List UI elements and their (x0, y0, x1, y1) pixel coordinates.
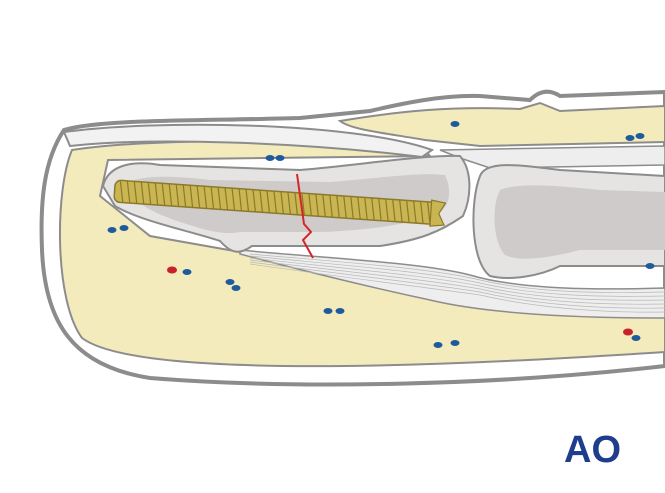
tendon-fiber (249, 255, 665, 297)
screw-thread (406, 200, 410, 223)
screw-thread (168, 183, 173, 207)
screw-thread (413, 200, 417, 224)
screw-thread (182, 184, 187, 208)
blood-vessel-blue (450, 340, 460, 346)
blood-vessel-blue (635, 133, 645, 139)
screw-thread (357, 196, 361, 220)
screw-thread (371, 197, 375, 221)
screw-thread (280, 191, 284, 214)
screw-thread (315, 193, 319, 217)
screw-thread (224, 187, 229, 210)
tendon-fibers (249, 253, 665, 313)
blood-vessel-red (167, 266, 177, 274)
screw-thread (343, 195, 347, 219)
screw-thread (301, 192, 305, 216)
screw-thread (161, 183, 166, 206)
screw-thread (392, 199, 396, 222)
blood-vessel-blue (265, 155, 275, 161)
blood-vessel-red (623, 328, 633, 336)
screw-thread (322, 194, 326, 217)
screw-thread (378, 198, 382, 221)
screw-thread (196, 185, 201, 209)
blood-vessel-blue (119, 225, 129, 231)
screw-thread (294, 192, 298, 215)
screw-thread (140, 181, 145, 205)
screw-thread (273, 191, 278, 214)
tendon-fiber (249, 257, 665, 301)
screw-thread (119, 180, 124, 203)
ao-logo: AO (564, 429, 621, 471)
screw-thread (175, 184, 180, 207)
screw-thread (308, 193, 312, 216)
screw-tip (429, 199, 447, 227)
screw-thread (238, 188, 243, 211)
screw-thread (399, 199, 403, 223)
blood-vessel-blue (631, 335, 641, 341)
screw-thread (350, 196, 354, 219)
screw-thread (259, 190, 264, 213)
middle-phalanx-marrow (494, 185, 665, 259)
blood-vessel-blue (275, 155, 285, 161)
screw-thread (336, 195, 340, 218)
screw-thread (217, 187, 222, 210)
screw-thread (147, 182, 152, 205)
screw-thread (266, 190, 271, 213)
screw-thread (126, 180, 131, 204)
tendon-fiber (249, 263, 665, 313)
tendon-fiber (249, 253, 665, 293)
blood-vessel-blue (645, 263, 655, 269)
dorsal-fat (337, 101, 665, 148)
vessels (107, 121, 655, 348)
screw-thread (231, 188, 236, 211)
nail (62, 123, 435, 159)
blood-vessel-blue (450, 121, 460, 127)
screw-thread (203, 186, 208, 209)
screw-thread (245, 189, 250, 212)
screw-thread (385, 198, 389, 222)
blood-vessel-blue (323, 308, 333, 314)
blood-vessel-blue (433, 342, 443, 348)
screw-thread (426, 201, 431, 225)
screw-thread (420, 201, 424, 224)
screw-thread (287, 192, 291, 215)
screw-thread (252, 189, 257, 212)
screw-thread (329, 194, 333, 218)
screw-thread (364, 197, 368, 220)
blood-vessel-blue (225, 279, 235, 285)
screw-thread (133, 181, 138, 204)
screw-thread (210, 186, 215, 210)
blood-vessel-blue (107, 227, 117, 233)
screw (113, 179, 447, 227)
blood-vessel-blue (231, 285, 241, 291)
tendon-fiber (249, 261, 665, 309)
fracture-line (296, 173, 314, 259)
screw-thread (189, 185, 194, 208)
tendon-fiber (249, 259, 665, 305)
screw-thread (154, 182, 159, 206)
blood-vessel-blue (182, 269, 192, 275)
blood-vessel-blue (625, 135, 635, 141)
blood-vessel-blue (335, 308, 345, 314)
